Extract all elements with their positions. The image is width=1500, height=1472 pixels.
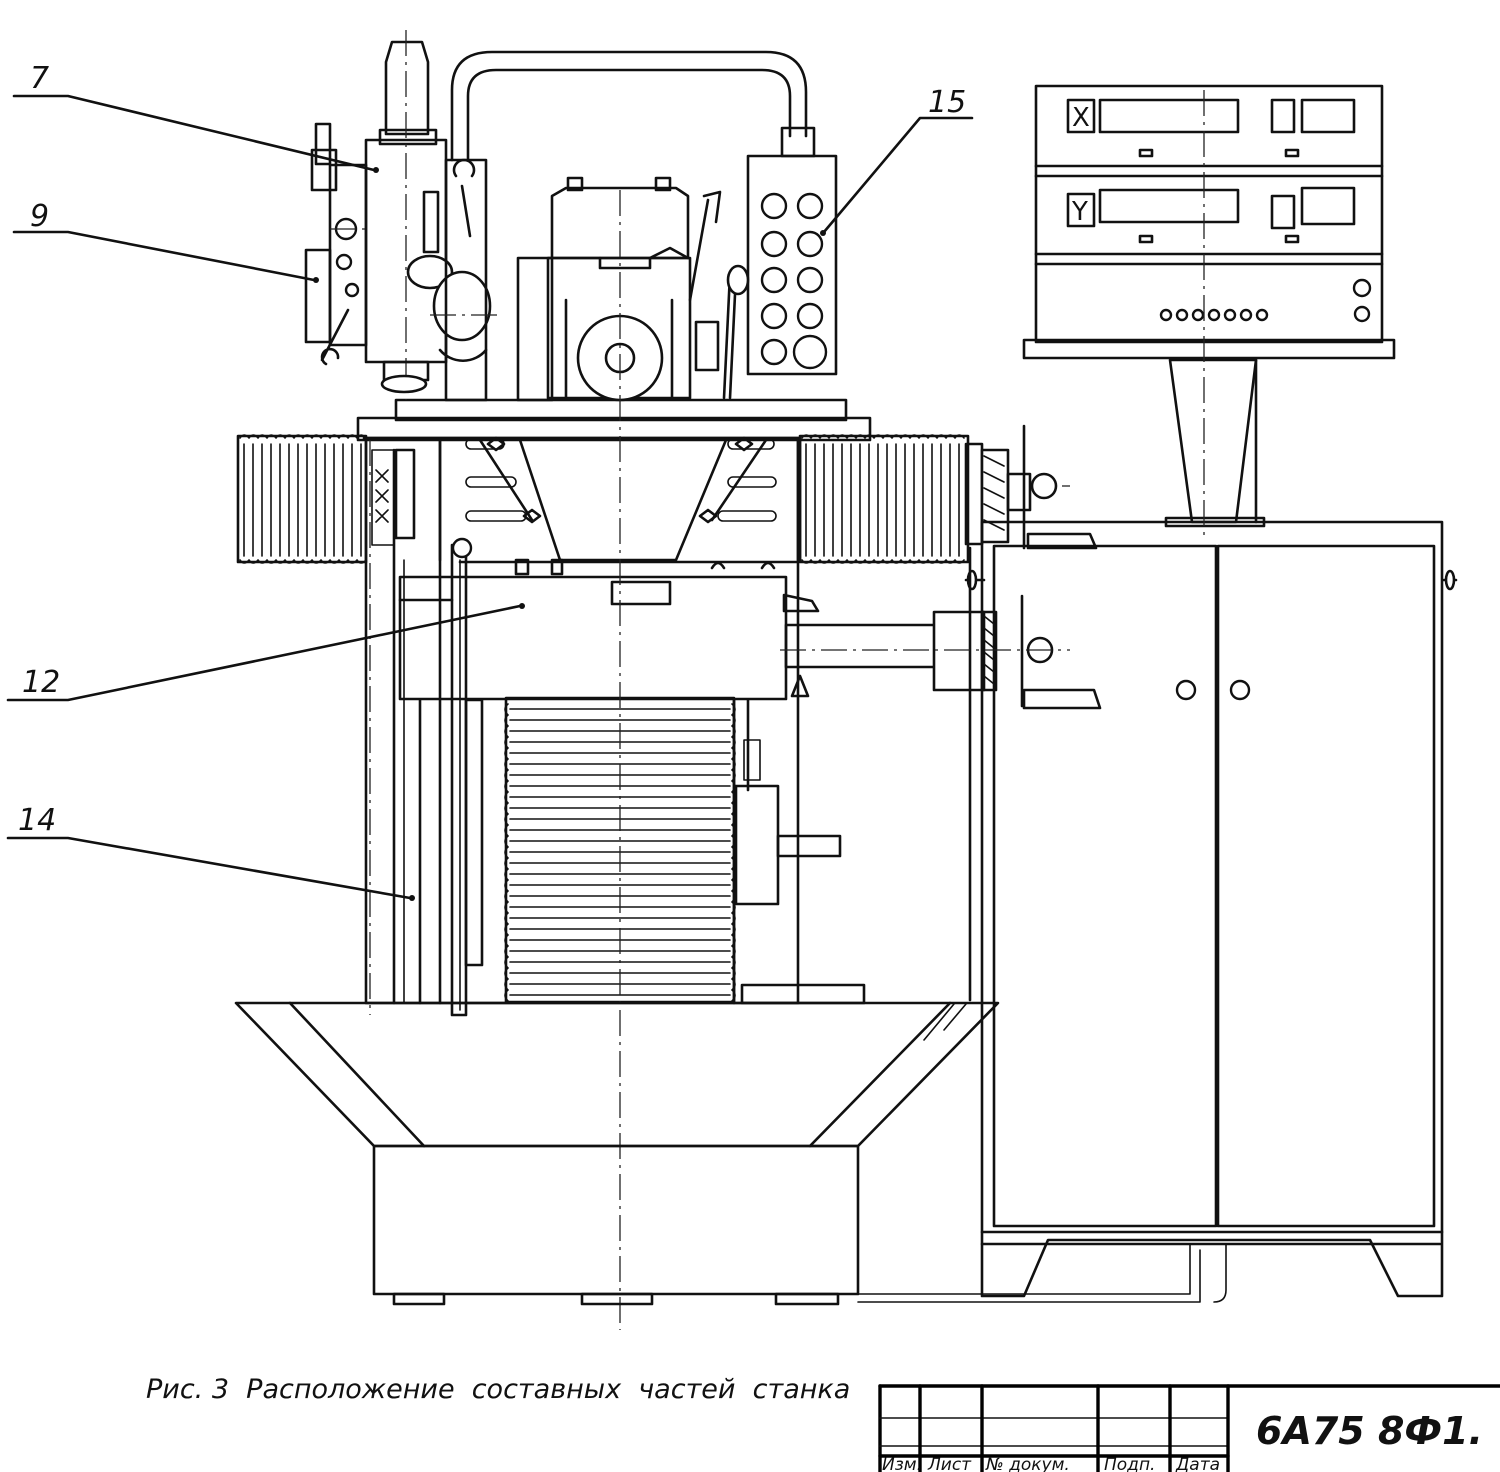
dro-button xyxy=(1175,308,1189,322)
tb-col-dokum: № докум. xyxy=(985,1455,1070,1472)
gearbox xyxy=(516,176,722,1330)
pendant-button xyxy=(760,302,788,330)
title-block: Изм. Лист № докум. Подп. Дата 6А75 8Ф1. xyxy=(878,1384,1500,1472)
machine-base xyxy=(372,1144,860,1306)
table-bellows-left xyxy=(236,434,368,564)
leader-14 xyxy=(6,836,415,901)
table-slot xyxy=(727,476,777,488)
table-slot xyxy=(465,510,527,522)
display-unit xyxy=(1022,84,1396,540)
tb-col-list: Лист xyxy=(927,1455,972,1472)
spindle-head xyxy=(304,30,492,402)
feed-motor xyxy=(734,739,842,906)
depth-gauge xyxy=(450,537,484,1017)
callout-7: 7 xyxy=(30,61,49,96)
dro-button xyxy=(1191,308,1205,322)
pendant-button xyxy=(760,266,788,294)
work-table xyxy=(356,398,872,562)
dro-button xyxy=(1207,308,1221,322)
callout-15: 15 xyxy=(928,85,966,120)
coolant-tray xyxy=(234,1001,1000,1148)
dro-x-label: X xyxy=(1072,103,1090,133)
table-slot xyxy=(717,510,777,522)
tb-col-data: Дата xyxy=(1175,1455,1220,1472)
display-stand xyxy=(1164,358,1266,528)
leader-15 xyxy=(820,116,974,236)
table-slot xyxy=(465,476,517,488)
vertical-bellows xyxy=(504,696,866,1005)
table-bellows-right xyxy=(798,424,1098,564)
pendant-button xyxy=(796,192,824,220)
dro-button xyxy=(1255,308,1269,322)
pendant-button xyxy=(760,192,788,220)
leader-12 xyxy=(6,603,525,702)
table-slot xyxy=(727,438,775,450)
control-pendant xyxy=(722,154,838,400)
tb-col-podp: Подп. xyxy=(1104,1455,1155,1472)
drawing-designation: 6А75 8Ф1. xyxy=(1256,1409,1483,1453)
dro-button xyxy=(1159,308,1173,322)
dro-button xyxy=(1239,308,1253,322)
pendant-button xyxy=(796,302,824,330)
cable-arch xyxy=(450,50,816,162)
dro-y-label: Y xyxy=(1071,197,1088,227)
pendant-button xyxy=(796,266,824,294)
pendant-button xyxy=(760,230,788,258)
figure-caption: Рис. 3 Расположение составных частей ста… xyxy=(146,1374,850,1405)
callout-12: 12 xyxy=(22,665,60,700)
dro-button xyxy=(1223,308,1237,322)
callout-14: 14 xyxy=(18,803,56,838)
callout-9: 9 xyxy=(30,199,49,234)
leader-9 xyxy=(12,230,319,283)
pendant-button xyxy=(796,230,824,258)
pendant-button xyxy=(760,338,788,366)
pendant-button xyxy=(792,334,828,370)
tb-col-izm: Изм. xyxy=(882,1455,922,1472)
leader-7 xyxy=(12,94,379,173)
